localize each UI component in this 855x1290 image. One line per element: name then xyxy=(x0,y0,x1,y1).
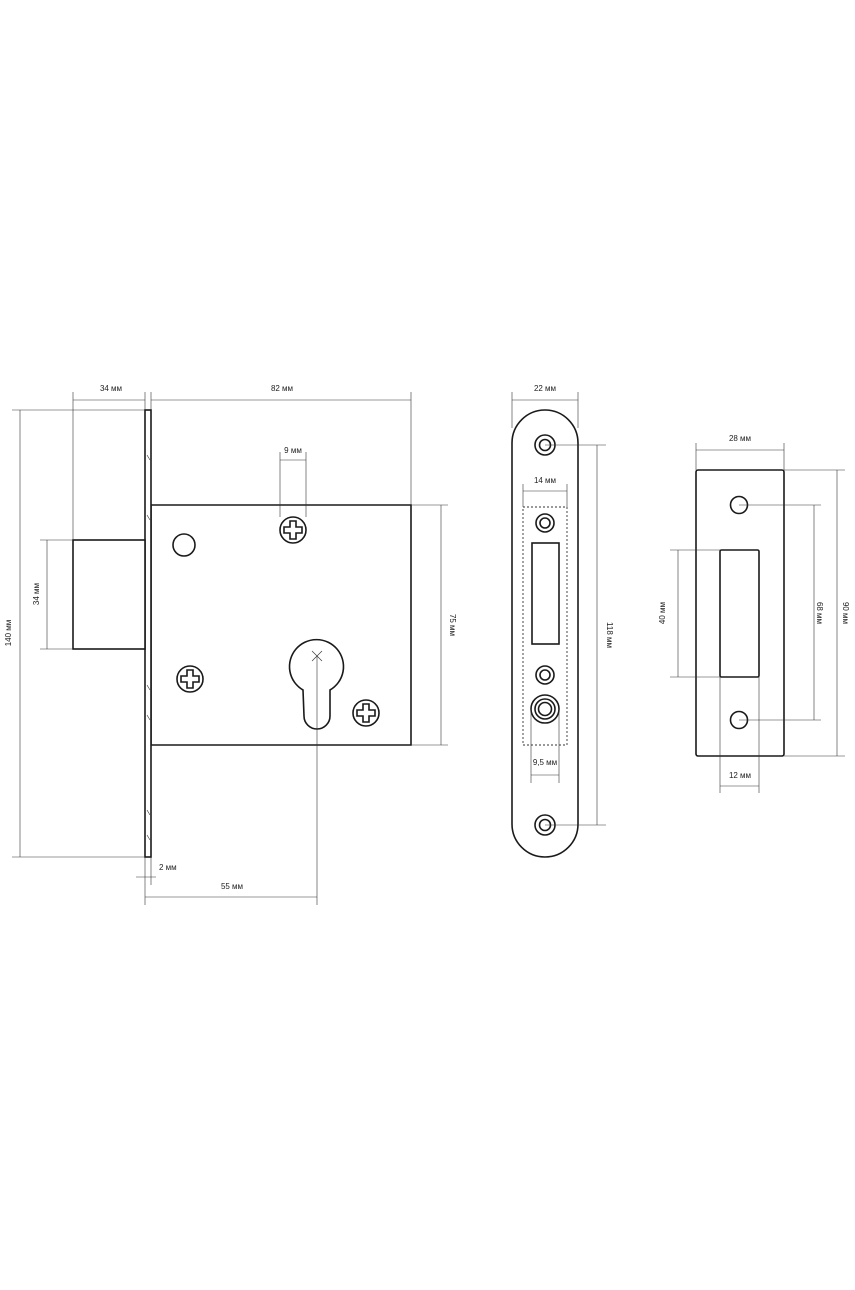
bolt xyxy=(72,539,146,650)
dim-case-depth: 82 мм xyxy=(271,384,293,393)
strike-plate-view: 28 мм 40 мм 68 мм 90 мм 12 мм xyxy=(658,434,850,793)
screw-left xyxy=(176,665,204,693)
dim-bolt-height: 34 мм xyxy=(32,583,41,605)
dim-case-height: 75 мм xyxy=(448,614,457,636)
strike-opening xyxy=(719,549,760,678)
dim-strike-opening-height: 40 мм xyxy=(658,602,667,624)
dim-screw-spacing: 9 мм xyxy=(284,446,302,455)
lock-side-view: 34 мм 82 мм 9 мм 140 мм 34 мм 75 мм 2 мм… xyxy=(4,384,457,905)
face-dimension-lines xyxy=(511,392,606,826)
face-small-hole-top xyxy=(535,513,555,533)
face-bolt-opening xyxy=(531,542,560,645)
dimension-lines xyxy=(12,392,448,905)
face-plate-inner-area xyxy=(522,506,568,746)
screw-top xyxy=(279,516,307,544)
cylinder-cutout xyxy=(288,638,345,730)
strike-dimension-lines xyxy=(670,443,845,793)
dim-face-bottom-width: 9,5 мм xyxy=(533,758,557,767)
dim-bolt-projection: 34 мм xyxy=(100,384,122,393)
dim-face-plate-thickness: 2 мм xyxy=(159,863,177,872)
face-plate-ticks xyxy=(146,454,151,841)
dim-strike-opening-width: 12 мм xyxy=(729,771,751,780)
face-plate-view: 22 мм 14 мм 118 мм 9,5 мм xyxy=(511,384,614,858)
dim-face-plate-width: 22 мм xyxy=(534,384,556,393)
spindle-hole xyxy=(172,533,196,557)
dim-face-plate-height: 140 мм xyxy=(4,620,13,647)
face-plate-edge xyxy=(144,409,152,858)
dim-strike-width: 28 мм xyxy=(729,434,751,443)
dim-face-hole-spacing: 118 мм xyxy=(605,622,614,648)
screw-right xyxy=(352,699,380,727)
dim-face-inner-width: 14 мм xyxy=(534,476,556,485)
dim-strike-height: 90 мм xyxy=(841,602,850,624)
lock-case xyxy=(150,504,412,746)
dim-strike-hole-spacing: 68 мм xyxy=(815,602,824,624)
face-small-hole-mid xyxy=(535,665,555,685)
dim-backset: 55 мм xyxy=(221,882,243,891)
